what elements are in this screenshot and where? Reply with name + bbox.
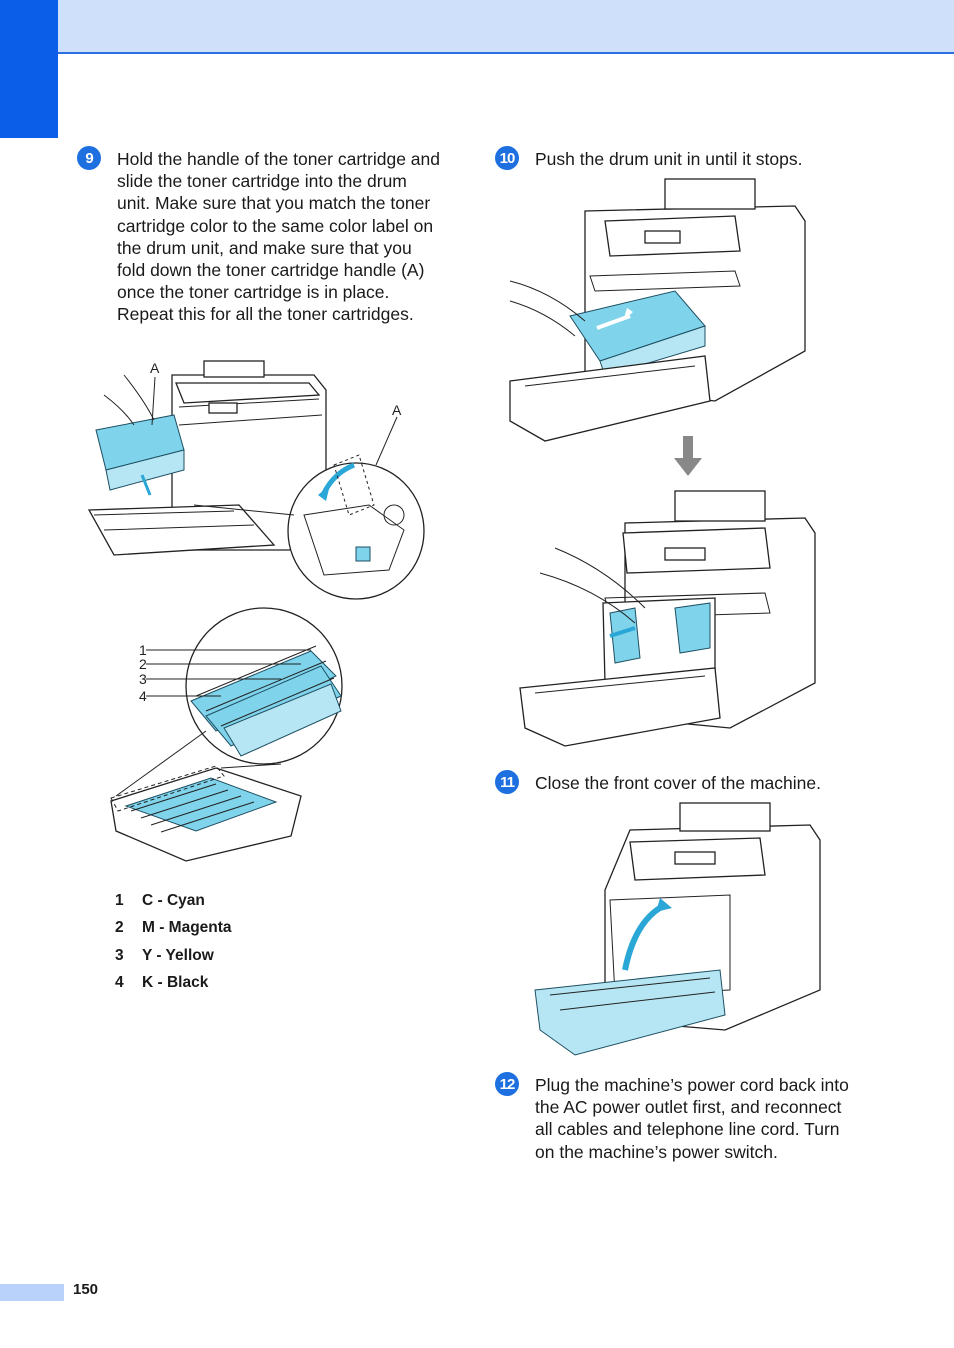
- legend-item: 4 K - Black: [115, 970, 232, 998]
- header-band: [0, 0, 954, 54]
- step-badge: 9: [77, 146, 101, 170]
- legend-number: 3: [115, 946, 124, 964]
- handle-label-a: A: [150, 360, 160, 376]
- step-badge: 12: [495, 1072, 519, 1096]
- step-12: 12 Plug the machine’s power cord back in…: [495, 1072, 865, 1163]
- legend-number: 2: [115, 919, 124, 937]
- step-text: Hold the handle of the toner cartridge a…: [117, 149, 440, 325]
- legend-item: 3 Y - Yellow: [115, 942, 232, 970]
- step-text: Plug the machine’s power cord back into …: [535, 1075, 849, 1162]
- step-text: Push the drum unit in until it stops.: [535, 149, 803, 169]
- callout-2: 2: [139, 656, 147, 672]
- step-11: 11 Close the front cover of the machine.: [495, 770, 895, 794]
- legend-label: Y - Yellow: [142, 946, 214, 964]
- step-10: 10 Push the drum unit in until it stops.: [495, 146, 895, 170]
- callout-1: 1: [139, 642, 147, 658]
- chapter-tab: [0, 0, 58, 138]
- page-number: 150: [73, 1281, 99, 1298]
- handle-label-a-detail: A: [392, 402, 402, 418]
- legend-number: 1: [115, 891, 124, 909]
- arrow-down-icon: [674, 436, 702, 476]
- legend-label: C - Cyan: [142, 891, 205, 909]
- page-number-tab: [0, 1284, 64, 1301]
- step-badge: 10: [495, 146, 519, 170]
- callout-4: 4: [139, 688, 147, 704]
- legend-label: M - Magenta: [142, 919, 232, 937]
- toner-insert-illustration: A A: [87, 360, 425, 600]
- push-drum-illustration: [509, 178, 806, 442]
- legend-item: 1 C - Cyan: [115, 887, 232, 915]
- step-9: 9 Hold the handle of the toner cartridge…: [77, 146, 442, 326]
- legend-label: K - Black: [142, 974, 209, 992]
- drum-seated-illustration: [519, 490, 816, 747]
- drum-unit-illustration: 1 2 3 4: [110, 607, 343, 862]
- step-badge: 11: [495, 770, 519, 794]
- step-text: Close the front cover of the machine.: [535, 773, 821, 793]
- legend-item: 2 M - Magenta: [115, 915, 232, 943]
- legend-number: 4: [115, 974, 124, 992]
- toner-color-legend: 1 C - Cyan 2 M - Magenta 3 Y - Yellow 4 …: [115, 887, 232, 997]
- close-cover-illustration: [534, 802, 821, 1056]
- callout-3: 3: [139, 671, 147, 687]
